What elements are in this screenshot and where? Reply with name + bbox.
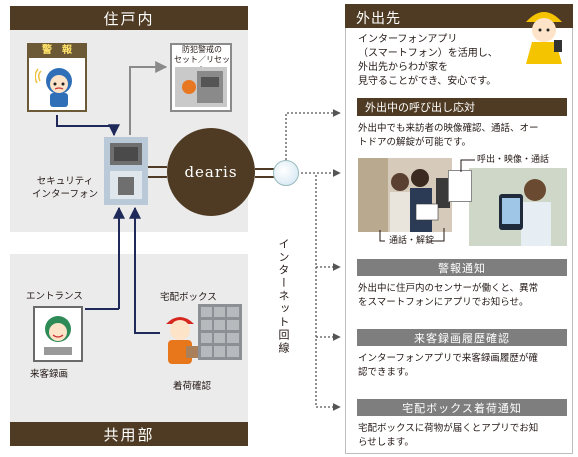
dearis-brand: dearis <box>184 163 238 181</box>
call-callout-bottom: 通話・解錠 <box>389 236 435 246</box>
delivery-box-label: 宅配ボックス <box>160 292 217 303</box>
visitor-character-icon <box>44 316 72 355</box>
intercom-screen-inset <box>448 170 472 202</box>
call-text: 外出中でも来訪者の映像確認、通話、オー トドアの解錠が可能です。 <box>358 123 539 148</box>
alarm-label: 警 報 <box>27 43 87 58</box>
history-text: インターフォンアプリで来客録画履歴が確 認できます。 <box>358 353 538 378</box>
entrance-monitor <box>33 306 83 362</box>
delivery-notice-text: 宅配ボックスに荷物が届くとアプリでお知 らせします。 <box>358 423 539 448</box>
home-title: 住戸内 <box>10 6 248 30</box>
delivery-notice-title: 宅配ボックス着荷通知 <box>357 399 567 416</box>
line-intercom-to-dearis <box>148 166 167 178</box>
network-label: インターネット回線 <box>277 238 290 355</box>
arrow-box-to-intercom <box>129 206 160 334</box>
arrow-intercom-to-crime <box>129 61 168 135</box>
call-callout-top: 呼出・映像・通話 <box>477 155 550 165</box>
outside-title: 外出先 <box>356 11 401 27</box>
alarm-notice-text: 外出中に住戸内のセンサーが働くと、異常 をスマートフォンにアプリでお知らせ。 <box>358 283 539 308</box>
entrance-label: エントランス <box>26 291 83 302</box>
outside-character-icon <box>526 12 562 64</box>
delivery-character-icon <box>166 317 198 364</box>
call-title: 外出中の呼び出し応対 <box>357 98 567 116</box>
alarm-character-icon <box>35 68 72 107</box>
internet-hub <box>273 160 299 186</box>
alarm-notice-title: 警報通知 <box>357 259 567 276</box>
security-intercom-device <box>104 137 148 205</box>
line-dearis-to-hub <box>255 168 275 178</box>
intercom-label: セキュリティ インターフォン <box>32 176 98 200</box>
alarm-frame: 警 報 <box>27 43 87 112</box>
record-label: 来客録画 <box>30 369 69 380</box>
outside-intro: インターフォンアプリ （スマートフォン）を活用し、 外出先からわが家を 見守るこ… <box>358 34 498 87</box>
history-title: 来客録画履歴確認 <box>357 329 567 346</box>
call-photo <box>358 158 452 232</box>
dearis-hub: dearis <box>167 128 255 216</box>
delivery-check-label: 着荷確認 <box>173 381 212 392</box>
crime-prevention-frame: 防犯警戒の セット／リセット <box>170 43 232 112</box>
phone-photo <box>469 168 567 246</box>
door-lock-icon <box>175 67 227 107</box>
common-title: 共用部 <box>10 422 248 446</box>
arrow-alarm-to-intercom <box>56 115 120 137</box>
delivery-box-icon <box>198 304 242 360</box>
